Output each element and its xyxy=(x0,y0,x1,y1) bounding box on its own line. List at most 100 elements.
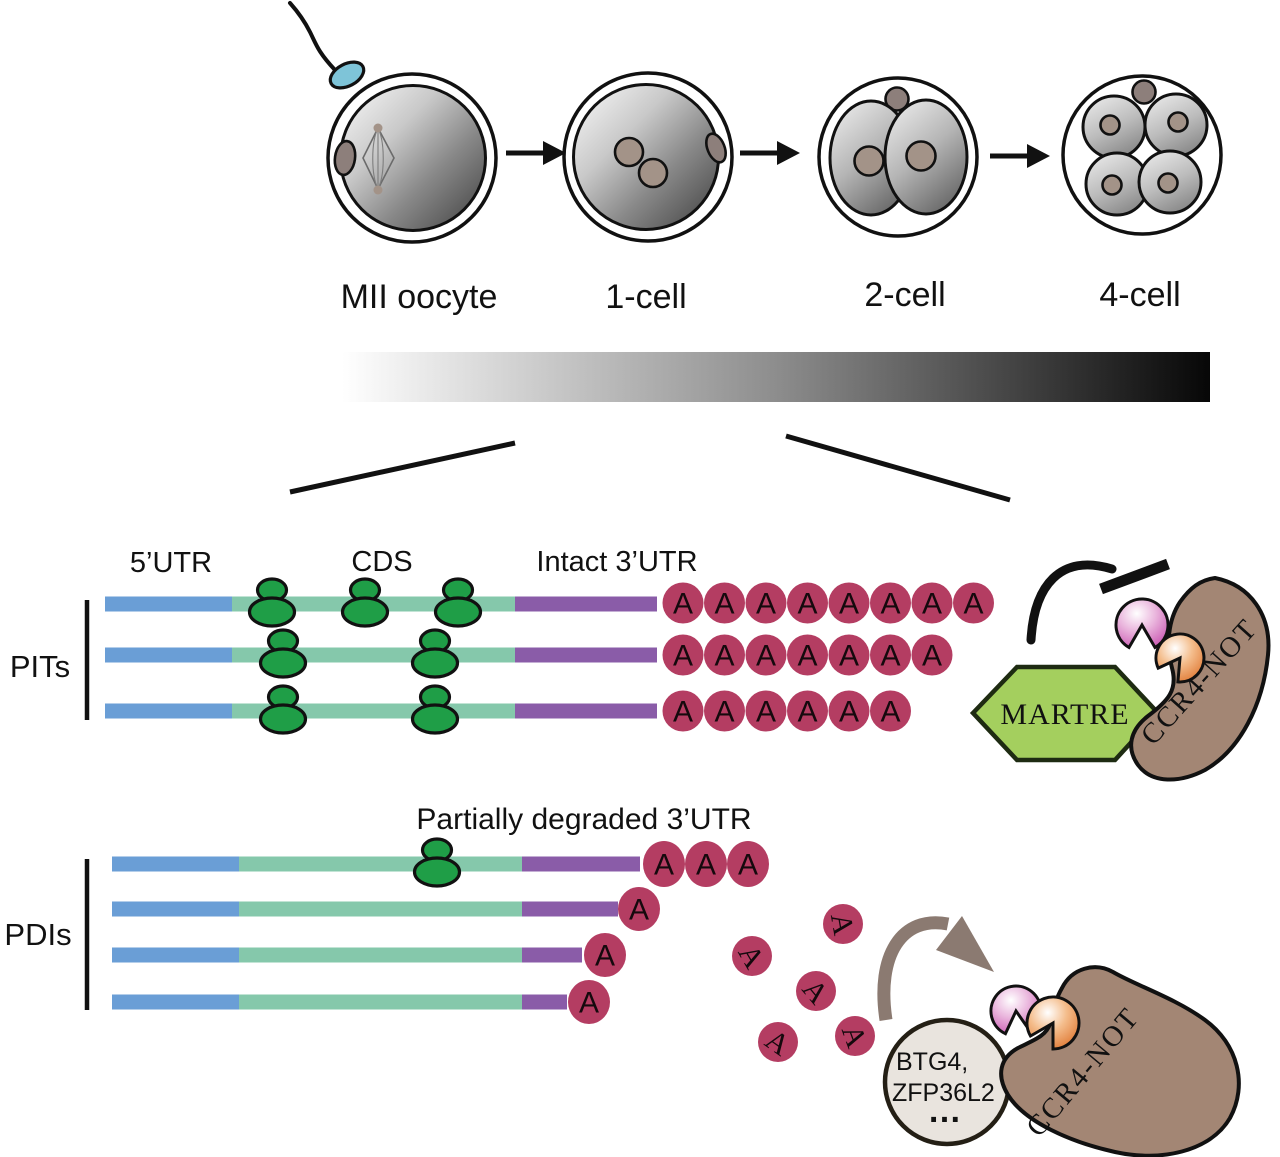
polya-circle xyxy=(745,582,787,624)
polya-letter: A xyxy=(756,588,776,621)
btg4-ccr4not-complex: BTG4, ZFP36L2 … CCR4-NOT xyxy=(877,916,1241,1157)
polya-letter: A xyxy=(839,640,859,673)
polya-letter: A xyxy=(797,588,817,621)
polya-letter: A xyxy=(922,588,942,621)
polya-circle xyxy=(870,634,911,676)
polya-circle xyxy=(704,690,745,732)
ribosome-icon xyxy=(410,684,460,735)
polya-letter: A xyxy=(880,588,900,621)
polya-circle xyxy=(787,634,828,676)
recruitment-arrow xyxy=(877,916,950,1021)
polya-circle xyxy=(704,582,745,624)
stage-label-2cell: 2-cell xyxy=(864,276,945,314)
stage-1-cell xyxy=(562,71,734,243)
ribosome-icon xyxy=(412,837,462,888)
released-polya: A xyxy=(731,936,772,976)
polar-body xyxy=(1131,79,1157,105)
polya-letter: A xyxy=(839,696,859,729)
zfp36l2-label: ZFP36L2 xyxy=(892,1079,995,1107)
polya-circle xyxy=(584,933,626,977)
polya-circle xyxy=(870,690,911,732)
polya-circle xyxy=(643,841,685,887)
polya-circle xyxy=(828,582,870,624)
polya-circle xyxy=(911,582,953,624)
polya-circle xyxy=(870,582,911,624)
polya-tail: A xyxy=(618,887,660,931)
polya-letter: A xyxy=(654,849,674,882)
polya-circle xyxy=(745,690,787,732)
polya-letter: A xyxy=(629,894,649,927)
polya-circle xyxy=(618,887,660,931)
label-partially-degraded-3utr: Partially degraded 3’UTR xyxy=(416,803,751,836)
polar-body xyxy=(705,132,727,164)
martre-ccr4not-complex: CCR4-NOT MARTRE xyxy=(969,558,1271,782)
polya-letter: A xyxy=(880,696,900,729)
polya-circle xyxy=(828,634,870,676)
stage-label-4cell: 4-cell xyxy=(1099,276,1180,314)
inhibition-arrow xyxy=(1026,560,1117,645)
polya-letter: A xyxy=(756,640,776,673)
polya-circle xyxy=(662,634,704,676)
martre-label: MARTRE xyxy=(1000,698,1129,731)
ccr4not-blob xyxy=(1129,575,1271,782)
time-gradient-bar xyxy=(342,352,1210,402)
arrow-mii-to-1cell xyxy=(506,141,566,165)
stage-2-cell xyxy=(817,76,979,238)
polya-tail: A xyxy=(568,980,610,1024)
arrow-2cell-to-4cell xyxy=(990,144,1050,168)
polya-tail: A xyxy=(584,933,626,977)
polya-letter: A xyxy=(579,987,599,1020)
polya-circle xyxy=(911,634,953,676)
ribosome-icon xyxy=(247,577,297,628)
polar-body xyxy=(333,139,357,177)
polya-letter: A xyxy=(673,640,693,673)
polya-letter: A xyxy=(797,640,817,673)
label-pits: PITs xyxy=(10,649,70,684)
polya-letter: A xyxy=(673,696,693,729)
stage-label-1cell: 1-cell xyxy=(605,278,686,316)
released-polya: A xyxy=(796,971,836,1011)
released-polya: A xyxy=(758,1022,798,1063)
arrow-1cell-to-2cell xyxy=(740,141,800,165)
label-cds: CDS xyxy=(351,546,412,578)
polya-circle xyxy=(953,582,994,624)
polya-letter: A xyxy=(880,640,900,673)
ribosome-icon xyxy=(433,577,483,628)
pdi-mrna-row: A xyxy=(112,887,660,931)
polya-letter: A xyxy=(797,696,817,729)
sperm-icon xyxy=(328,60,366,90)
polya-letter: A xyxy=(922,640,942,673)
polya-circle xyxy=(745,634,787,676)
polya-letter: A xyxy=(714,640,734,673)
pronucleus xyxy=(637,157,669,189)
polya-circle xyxy=(662,690,704,732)
more-factors-dots: … xyxy=(928,1092,965,1130)
polya-circle xyxy=(685,841,727,887)
polya-letter: A xyxy=(714,696,734,729)
label-5utr: 5’UTR xyxy=(130,547,212,579)
ribosome-icon xyxy=(340,577,390,628)
polya-letter: A xyxy=(696,849,716,882)
polya-circle xyxy=(727,841,769,887)
zoom-line-right xyxy=(785,433,1011,503)
deadenylase-orange-icon xyxy=(1025,995,1081,1051)
inhibition-tbar xyxy=(1099,558,1170,595)
sperm-tail xyxy=(288,1,337,72)
polya-letter: A xyxy=(714,588,734,621)
pronucleus xyxy=(613,136,645,168)
zoom-line-left xyxy=(289,440,516,495)
polya-circle xyxy=(662,582,704,624)
released-polya: A xyxy=(823,904,863,944)
pdi-mrna-row: A xyxy=(112,980,610,1024)
polar-body xyxy=(884,86,910,112)
deadenylase-orange-icon xyxy=(1154,632,1206,684)
released-polya: A xyxy=(835,1016,875,1056)
ribosome-icon xyxy=(410,628,460,679)
